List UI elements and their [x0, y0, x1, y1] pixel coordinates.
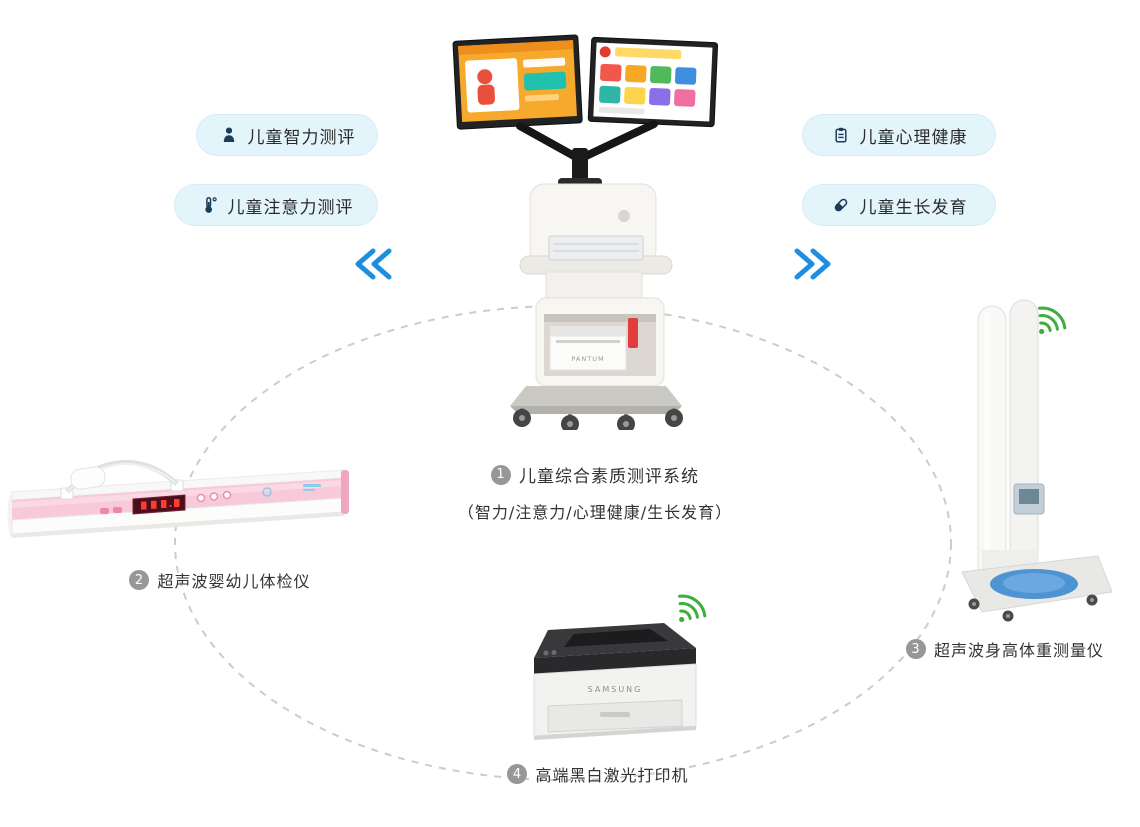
number-badge: 3 — [905, 639, 926, 659]
caster-wheels — [968, 594, 1098, 622]
feature-tag-label: 儿童心理健康 — [859, 127, 968, 148]
feature-tag-label: 儿童智力测评 — [247, 127, 356, 148]
feature-tag-mental-health: 儿童心理健康 — [802, 114, 996, 156]
device-label: 超声波身高体重测量仪 — [933, 641, 1104, 660]
cart-printer-brand-text: PANTUM — [571, 355, 604, 363]
infant-scanner-caption: 2 超声波婴幼儿体检仪 — [85, 568, 355, 592]
cart-keyboard — [548, 235, 644, 261]
monitor-mount — [516, 120, 658, 187]
double-chevron-left-icon — [352, 246, 394, 282]
measuring-arc — [60, 460, 184, 500]
caster-wheels — [513, 408, 683, 430]
clipboard-icon — [831, 125, 851, 145]
thermometer-icon — [199, 195, 219, 215]
height-weight-caption: 3 超声波身高体重测量仪 — [880, 637, 1130, 661]
feature-tag-intelligence: 儿童智力测评 — [196, 114, 378, 156]
system-subtitle: （智力/注意力/心理健康/生长发育） — [457, 503, 733, 522]
right-monitor — [587, 36, 719, 128]
wifi-icon — [660, 586, 712, 638]
laser-printer-device: SAMSUNG — [512, 608, 712, 753]
infant-scanner-device — [5, 452, 350, 567]
printer-brand-text: SAMSUNG — [588, 685, 643, 694]
device-label: 超声波婴幼儿体检仪 — [157, 572, 311, 591]
red-tag — [628, 318, 638, 348]
device-label: 高端黑白激光打印机 — [535, 766, 689, 785]
number-badge: 4 — [507, 764, 528, 784]
base-platform — [961, 555, 1113, 613]
column-left — [977, 305, 1007, 593]
device-display — [1013, 483, 1045, 515]
left-monitor — [452, 34, 583, 130]
cart-printer: PANTUM — [549, 326, 627, 371]
number-badge: 1 — [491, 464, 511, 485]
number-badge: 2 — [129, 570, 150, 590]
feature-tag-attention: 儿童注意力测评 — [174, 184, 378, 226]
double-chevron-right-icon — [792, 246, 834, 282]
cart-body: PANTUM — [519, 183, 673, 387]
capsule-icon — [831, 195, 851, 215]
wifi-icon — [1038, 306, 1067, 335]
cart-base — [510, 386, 683, 430]
panel-buttons — [100, 484, 321, 514]
feature-tag-label: 儿童注意力测评 — [227, 197, 354, 218]
system-title: 儿童综合素质测评系统 — [519, 467, 699, 487]
printer-caption: 4 高端黑白激光打印机 — [478, 762, 718, 786]
system-caption: 1 儿童综合素质测评系统 （智力/注意力/心理健康/生长发育） — [415, 462, 775, 523]
feature-tag-growth: 儿童生长发育 — [802, 184, 996, 226]
column-right — [1009, 299, 1039, 589]
feature-tag-label: 儿童生长发育 — [859, 197, 968, 218]
assessment-cart-device: PANTUM — [428, 30, 720, 430]
height-weight-device — [950, 290, 1125, 625]
led-display — [132, 494, 186, 515]
person-icon — [219, 125, 239, 145]
